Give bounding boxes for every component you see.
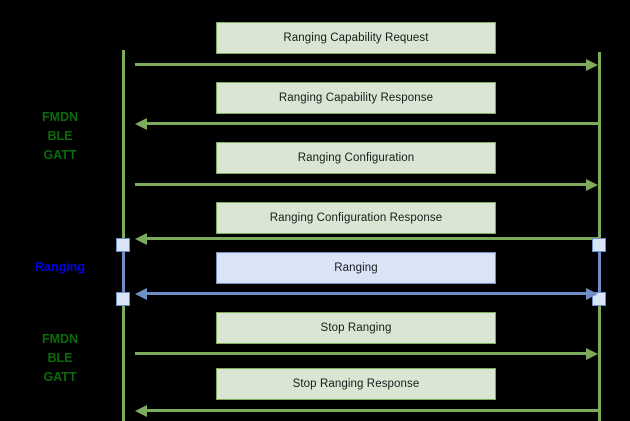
left-lifeline — [122, 50, 125, 421]
message-arrow-ranging-capability-request — [135, 58, 598, 71]
right-activation-bar — [598, 245, 601, 300]
right-lifeline — [598, 52, 601, 421]
phase-label-line: GATT — [43, 370, 77, 384]
message-arrow-stop-ranging-response — [135, 404, 598, 417]
arrowhead-left-icon — [135, 404, 147, 417]
arrowhead-left-icon — [135, 232, 147, 245]
phase-label-line: FMDN — [41, 110, 79, 124]
arrowhead-right-icon — [586, 178, 598, 191]
message-box-label: Ranging Capability Response — [278, 92, 434, 104]
phase-label-line: Ranging — [35, 260, 85, 274]
left-activation-start-marker — [116, 238, 130, 252]
message-box-ranging-capability-response[interactable]: Ranging Capability Response — [216, 82, 496, 114]
phase-label-line: GATT — [43, 148, 77, 162]
message-box-stop-ranging[interactable]: Stop Ranging — [216, 312, 496, 344]
phase-label-line: BLE — [47, 129, 73, 143]
phase-label-fmdn-ble-gatt-top: FMDN BLE GATT — [10, 108, 110, 165]
message-box-label: Ranging Configuration — [297, 152, 415, 164]
arrowhead-right-icon — [586, 287, 598, 300]
arrowhead-right-icon — [586, 347, 598, 360]
message-box-label: Ranging Configuration Response — [269, 212, 443, 224]
left-activation-end-marker — [116, 292, 130, 306]
arrowhead-left-icon — [135, 287, 147, 300]
message-box-label: Stop Ranging — [320, 322, 392, 334]
message-box-ranging[interactable]: Ranging — [216, 252, 496, 284]
message-arrow-ranging-configuration-response — [135, 232, 598, 245]
message-box-ranging-capability-request[interactable]: Ranging Capability Request — [216, 22, 496, 54]
message-arrow-ranging-bidirectional — [135, 287, 598, 300]
message-box-label: Stop Ranging Response — [292, 378, 420, 390]
arrowhead-right-icon — [586, 58, 598, 71]
left-activation-bar — [122, 245, 125, 300]
message-box-ranging-configuration[interactable]: Ranging Configuration — [216, 142, 496, 174]
phase-label-line: FMDN — [41, 332, 79, 346]
message-arrow-ranging-capability-response — [135, 117, 598, 130]
phase-label-ranging: Ranging — [10, 258, 110, 277]
right-activation-start-marker — [592, 238, 606, 252]
message-arrow-ranging-configuration — [135, 178, 598, 191]
phase-label-line: BLE — [47, 351, 73, 365]
message-box-stop-ranging-response[interactable]: Stop Ranging Response — [216, 368, 496, 400]
message-box-label: Ranging — [334, 262, 378, 274]
message-box-ranging-configuration-response[interactable]: Ranging Configuration Response — [216, 202, 496, 234]
message-box-label: Ranging Capability Request — [283, 32, 429, 44]
phase-label-fmdn-ble-gatt-bottom: FMDN BLE GATT — [10, 330, 110, 387]
message-arrow-stop-ranging — [135, 347, 598, 360]
arrowhead-left-icon — [135, 117, 147, 130]
